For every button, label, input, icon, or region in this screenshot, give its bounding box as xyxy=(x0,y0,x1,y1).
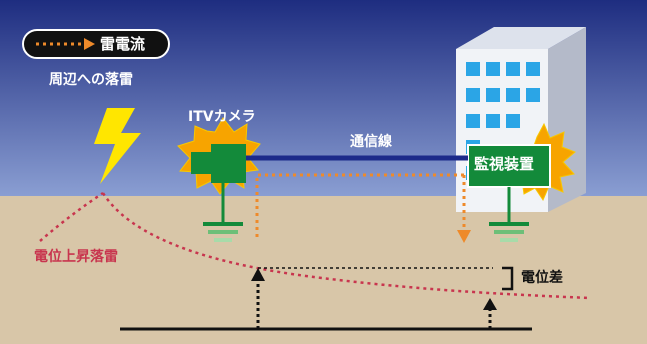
itv-camera-label: ITVカメラ xyxy=(188,109,256,125)
lightning-bolt-icon xyxy=(94,108,141,184)
rise-arrowhead-right xyxy=(483,298,497,310)
potential-decay-curve xyxy=(101,192,591,300)
potential-rise-curve xyxy=(39,191,104,242)
lightning-current-path xyxy=(255,173,466,237)
rise-arrowhead-left xyxy=(251,268,265,281)
potential-rise-label: 電位上昇落雷 xyxy=(34,249,118,265)
nearby-strike-label: 周辺への落雷 xyxy=(49,72,133,88)
potential-diff-label: 電位差 xyxy=(521,270,563,286)
legend-label: 雷電流 xyxy=(100,35,146,53)
current-arrowhead xyxy=(457,230,471,243)
camera-icon xyxy=(191,144,246,183)
monitor-device-label: 監視装置 xyxy=(474,155,535,173)
monitor-ground-terminal-icon xyxy=(489,187,529,242)
current-legend-icon xyxy=(36,38,95,50)
potential-diff-bracket xyxy=(502,266,514,291)
legend: 雷電流 xyxy=(22,29,170,59)
camera-ground-terminal-icon xyxy=(203,183,243,242)
comm-line-label: 通信線 xyxy=(350,134,392,150)
ground xyxy=(0,196,647,344)
